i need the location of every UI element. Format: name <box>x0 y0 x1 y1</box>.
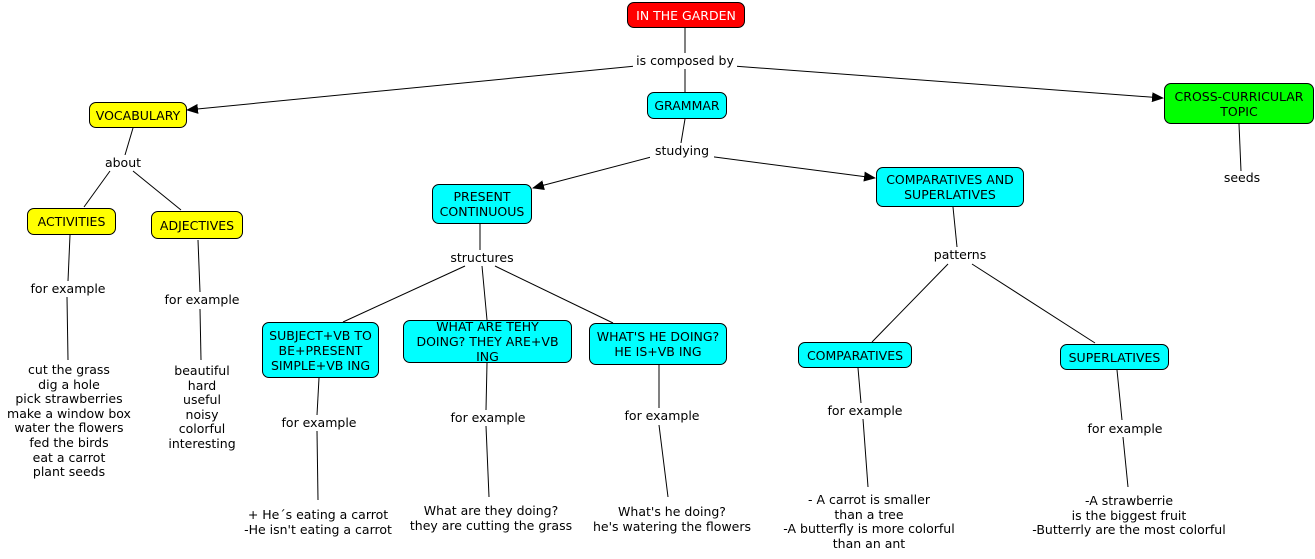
line-whatare-list <box>485 425 490 498</box>
line-example-activities-list <box>66 296 69 361</box>
line-structures-subject <box>342 265 466 323</box>
example-seeds: seeds <box>1216 170 1268 186</box>
line-patterns-comparatives <box>871 263 949 343</box>
link-structures: structures <box>446 250 518 265</box>
line-cross-seeds <box>1238 123 1242 172</box>
link-for-example-what-are: for example <box>444 410 532 425</box>
line-whatare-example <box>485 362 488 411</box>
node-what-are-they-doing: WHAT ARE TEHY DOING? THEY ARE+VB ING <box>403 319 572 364</box>
example-activities-list: cut the grass dig a hole pick strawberri… <box>4 362 134 480</box>
node-comparatives: COMPARATIVES <box>798 342 912 368</box>
node-superlatives: SUPERLATIVES <box>1060 344 1169 370</box>
node-adjectives: ADJECTIVES <box>151 211 243 239</box>
line-superlatives-example <box>1116 369 1123 421</box>
link-studying: studying <box>650 143 714 158</box>
line-comparatives-example <box>857 367 862 404</box>
example-whats-he-list: What's he doing? he's watering the flowe… <box>589 504 755 535</box>
example-superlatives-list: -A strawberrie is the biggest fruit -But… <box>1028 493 1230 538</box>
link-about: about <box>101 155 145 170</box>
line-vocab-about <box>124 127 134 156</box>
node-present-continuous: PRESENT CONTINUOUS <box>432 184 532 224</box>
node-subject-vb-to-be: SUBJECT+VB TO BE+PRESENT SIMPLE+VB ING <box>262 322 379 378</box>
link-for-example-subject: for example <box>275 415 363 430</box>
node-vocabulary: VOCABULARY <box>89 102 187 128</box>
line-subject-example <box>316 377 320 416</box>
example-adjectives-list: beautiful hard useful noisy colorful int… <box>162 363 242 452</box>
line-about-activities <box>83 170 111 208</box>
link-for-example-activities: for example <box>24 281 112 296</box>
line-adjectives-example <box>197 239 201 293</box>
line-example-adjectives-list <box>199 308 202 361</box>
line-subject-list <box>316 430 319 501</box>
link-for-example-adjectives: for example <box>158 292 246 307</box>
line-grammar-studying <box>680 118 686 144</box>
node-activities: ACTIVITIES <box>27 208 116 235</box>
link-is-composed-by: is composed by <box>633 53 737 68</box>
line-activities-example <box>67 234 71 282</box>
line-about-adjectives <box>132 170 182 211</box>
line-structures-whatare <box>481 265 488 321</box>
line-comparatives-list <box>862 418 869 488</box>
line-whatshe-list <box>658 424 669 498</box>
link-for-example-superlatives: for example <box>1081 421 1169 436</box>
line-superlatives-list <box>1122 436 1129 488</box>
line-structures-whatshe <box>494 265 614 324</box>
arrow-to-vocabulary <box>186 65 637 114</box>
example-what-are-list: What are they doing? they are cutting th… <box>406 503 576 534</box>
link-for-example-comparatives: for example <box>821 403 909 418</box>
arrow-to-comp-sup <box>706 155 876 182</box>
line-compsup-patterns <box>952 206 958 248</box>
example-comparatives-list: - A carrot is smaller than a tree -A but… <box>776 492 962 552</box>
node-cross-curricular-topic: CROSS-CURRICULAR TOPIC <box>1164 83 1314 124</box>
node-comparatives-and-superlatives: COMPARATIVES AND SUPERLATIVES <box>876 167 1024 207</box>
line-patterns-superlatives <box>971 263 1096 344</box>
arrow-to-cross <box>732 65 1164 103</box>
node-in-the-garden: IN THE GARDEN <box>627 2 745 28</box>
link-for-example-whats-he: for example <box>618 408 706 423</box>
arrow-to-present-continuous <box>532 155 656 191</box>
example-subject-list: + He´s eating a carrot -He isn't eating … <box>238 507 398 538</box>
node-grammar: GRAMMAR <box>647 92 727 119</box>
link-patterns: patterns <box>930 247 990 262</box>
node-whats-he-doing: WHAT'S HE DOING? HE IS+VB ING <box>589 323 727 365</box>
